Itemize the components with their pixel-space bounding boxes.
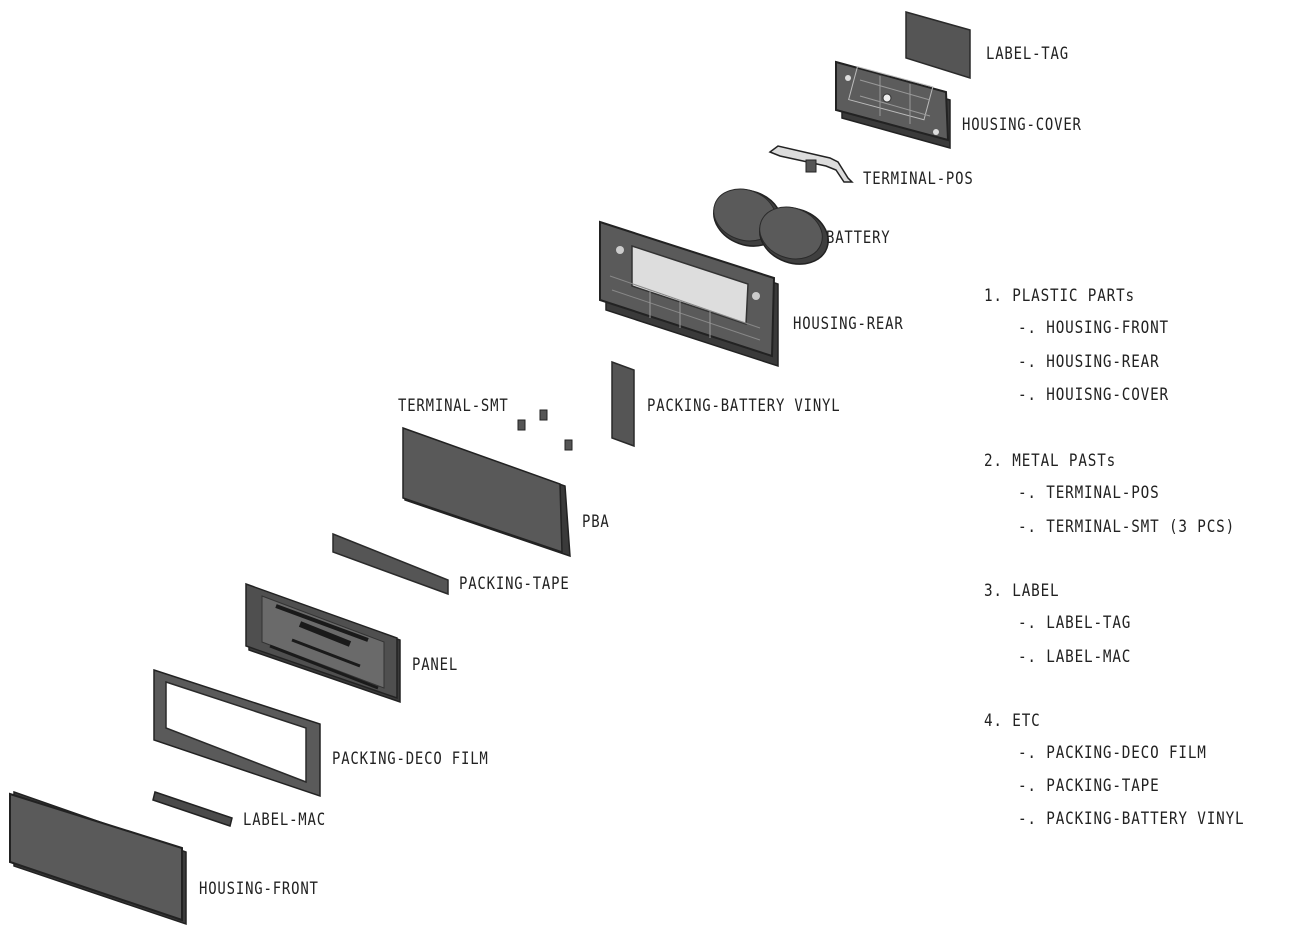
terminal-smt-caption: TERMINAL-SMT	[398, 396, 509, 416]
parts-list-item: -. PACKING-BATTERY VINYL	[1018, 809, 1245, 829]
packing-battery-vinyl-caption: PACKING-BATTERY VINYL	[647, 396, 841, 416]
parts-list-item: -. HOUISNG-COVER	[1018, 385, 1170, 405]
terminal-pos-caption: TERMINAL-POS	[863, 169, 974, 189]
pba-caption: PBA	[582, 512, 610, 532]
parts-list-item: -. LABEL-MAC	[1018, 647, 1132, 667]
battery-caption: BATTERY	[826, 228, 891, 248]
packing-tape-part	[332, 532, 449, 596]
packing-tape-caption: PACKING-TAPE	[459, 574, 570, 594]
housing-cover-caption: HOUSING-COVER	[962, 115, 1082, 135]
terminal-smt-parts	[517, 409, 573, 451]
label-mac-caption: LABEL-MAC	[243, 810, 326, 830]
panel-part	[245, 582, 401, 704]
battery-part	[713, 188, 829, 265]
label-mac-part	[152, 791, 233, 827]
label-tag-caption: LABEL-TAG	[986, 44, 1069, 64]
label-tag-part	[905, 11, 971, 80]
terminal-pos-part	[768, 145, 854, 183]
parts-list-item: -. PACKING-DECO FILM	[1018, 743, 1207, 763]
parts-list-item: -. TERMINAL-POS	[1018, 483, 1160, 503]
packing-deco-film-caption: PACKING-DECO FILM	[332, 749, 489, 769]
parts-list-item: -. TERMINAL-SMT (3 PCS)	[1018, 517, 1236, 537]
parts-list-heading: 3. LABEL	[984, 581, 1060, 601]
parts-list-heading: 4. ETC	[984, 711, 1041, 731]
parts-list-heading: 2. METAL PASTs	[984, 451, 1117, 471]
parts-list-item: -. LABEL-TAG	[1018, 613, 1132, 633]
pba-part	[402, 426, 571, 558]
housing-rear-part	[599, 220, 779, 368]
parts-list-item: -. HOUSING-FRONT	[1018, 318, 1170, 338]
packing-battery-vinyl-part	[611, 360, 635, 448]
panel-caption: PANEL	[412, 655, 459, 675]
parts-list-heading: 1. PLASTIC PARTs	[984, 286, 1136, 306]
parts-list-item: -. PACKING-TAPE	[1018, 776, 1160, 796]
parts-list-item: -. HOUSING-REAR	[1018, 352, 1160, 372]
packing-deco-film-part	[153, 668, 321, 798]
housing-front-part	[9, 790, 187, 926]
housing-front-caption: HOUSING-FRONT	[199, 879, 319, 899]
housing-cover-part	[835, 60, 951, 149]
housing-rear-caption: HOUSING-REAR	[793, 314, 904, 334]
